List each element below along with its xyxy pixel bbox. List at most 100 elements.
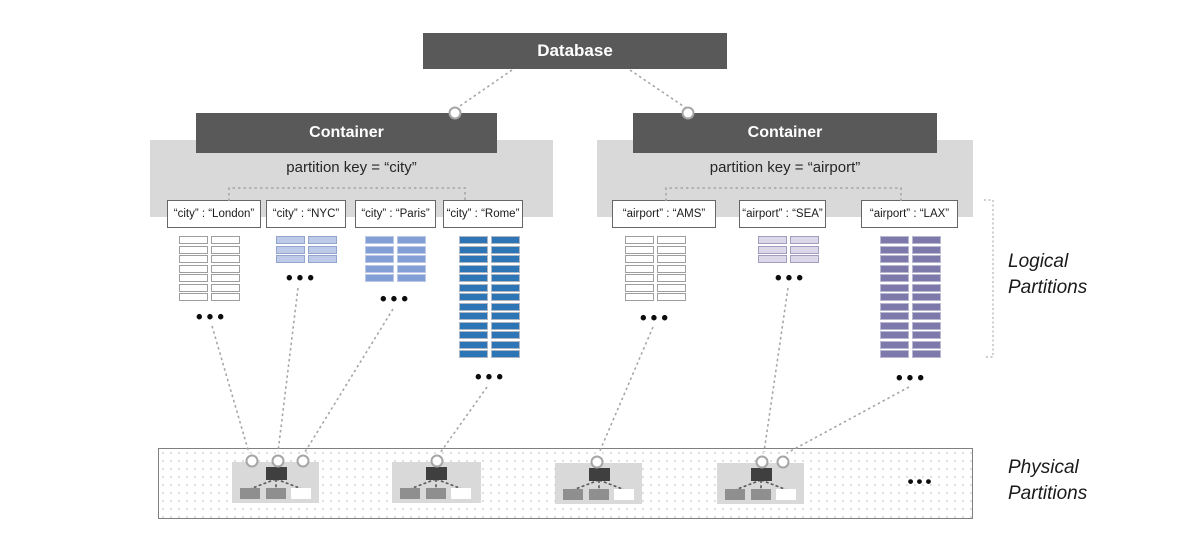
document: [459, 312, 488, 320]
document: [625, 236, 654, 244]
document: [912, 340, 941, 349]
logical-partitions-bracket: [984, 199, 994, 358]
document: [880, 312, 909, 320]
document: [491, 331, 520, 339]
document: [657, 293, 686, 301]
document: [211, 274, 240, 282]
document: [657, 283, 686, 292]
document: [625, 293, 654, 301]
document: [912, 283, 941, 292]
db-to-container-airport-connector: [629, 69, 687, 109]
more-documents-ellipsis: •••: [640, 308, 672, 329]
document: [880, 236, 909, 244]
document: [211, 283, 240, 292]
document: [790, 245, 819, 254]
container-connection-node: [448, 106, 462, 120]
document: [625, 245, 654, 254]
document: [491, 340, 520, 349]
document: [491, 321, 520, 330]
document-stack-ams: [625, 236, 686, 301]
container-connection-node: [681, 106, 695, 120]
document: [179, 255, 208, 263]
document-stack-nyc: [276, 236, 337, 263]
more-documents-ellipsis: •••: [775, 268, 807, 289]
document: [459, 321, 488, 330]
partition-label-rome: “city” : “Rome”: [443, 200, 523, 228]
container-box-airport: Container: [633, 113, 937, 153]
physical-connection-node: [430, 454, 444, 468]
more-documents-ellipsis: •••: [380, 289, 412, 310]
document: [912, 302, 941, 311]
document: [211, 264, 240, 273]
document: [790, 255, 819, 263]
document: [880, 255, 909, 263]
document: [880, 321, 909, 330]
document: [459, 274, 488, 282]
document: [657, 255, 686, 263]
document: [459, 293, 488, 301]
document: [912, 274, 941, 282]
document: [657, 274, 686, 282]
document: [397, 245, 426, 254]
cluster-tree-icon: [400, 467, 471, 499]
document: [179, 236, 208, 244]
document: [912, 245, 941, 254]
document: [758, 236, 787, 244]
more-physical-partitions-ellipsis: •••: [907, 472, 935, 491]
document: [397, 255, 426, 263]
more-documents-ellipsis: •••: [286, 268, 318, 289]
document: [758, 255, 787, 263]
document: [459, 302, 488, 311]
document: [211, 293, 240, 301]
document: [459, 245, 488, 254]
document: [491, 302, 520, 311]
physical-connection-node: [271, 454, 285, 468]
document: [880, 264, 909, 273]
document: [880, 340, 909, 349]
document: [491, 236, 520, 244]
document: [912, 236, 941, 244]
physical-connection-node: [296, 454, 310, 468]
partition-label-london: “city” : “London”: [167, 200, 261, 228]
document: [491, 312, 520, 320]
physical-partition-cluster-icon: [232, 462, 319, 503]
partition-label-sea: “airport” : “SEA”: [739, 200, 826, 228]
document: [880, 293, 909, 301]
document-stack-london: [179, 236, 240, 301]
document: [459, 264, 488, 273]
document: [880, 274, 909, 282]
document: [657, 264, 686, 273]
document-stack-lax: [880, 236, 941, 358]
document: [912, 293, 941, 301]
document: [657, 236, 686, 244]
document: [625, 255, 654, 263]
document: [790, 236, 819, 244]
document: [459, 331, 488, 339]
document: [491, 245, 520, 254]
lax-to-physical-connector: [786, 386, 910, 454]
database-box: Database: [423, 33, 727, 69]
document: [491, 350, 520, 358]
document: [880, 350, 909, 358]
physical-partition-cluster-icon: [392, 462, 481, 503]
document: [397, 264, 426, 273]
physical-partitions-label: Physical Partitions: [1008, 457, 1088, 504]
container-box-city: Container: [196, 113, 497, 153]
document: [179, 264, 208, 273]
document: [459, 255, 488, 263]
partition-label-ams: “airport” : “AMS”: [612, 200, 716, 228]
document: [308, 236, 337, 244]
ams-to-physical-connector: [598, 326, 654, 454]
document: [657, 245, 686, 254]
partition-label-paris: “city” : “Paris”: [355, 200, 436, 228]
document: [365, 255, 394, 263]
document: [880, 283, 909, 292]
document-stack-sea: [758, 236, 819, 263]
document: [491, 274, 520, 282]
db-to-container-city-connector: [456, 69, 513, 109]
cluster-tree-icon: [725, 468, 796, 500]
document: [365, 274, 394, 282]
document: [365, 236, 394, 244]
partition-key-caption-airport: partition key = “airport”: [709, 159, 861, 176]
